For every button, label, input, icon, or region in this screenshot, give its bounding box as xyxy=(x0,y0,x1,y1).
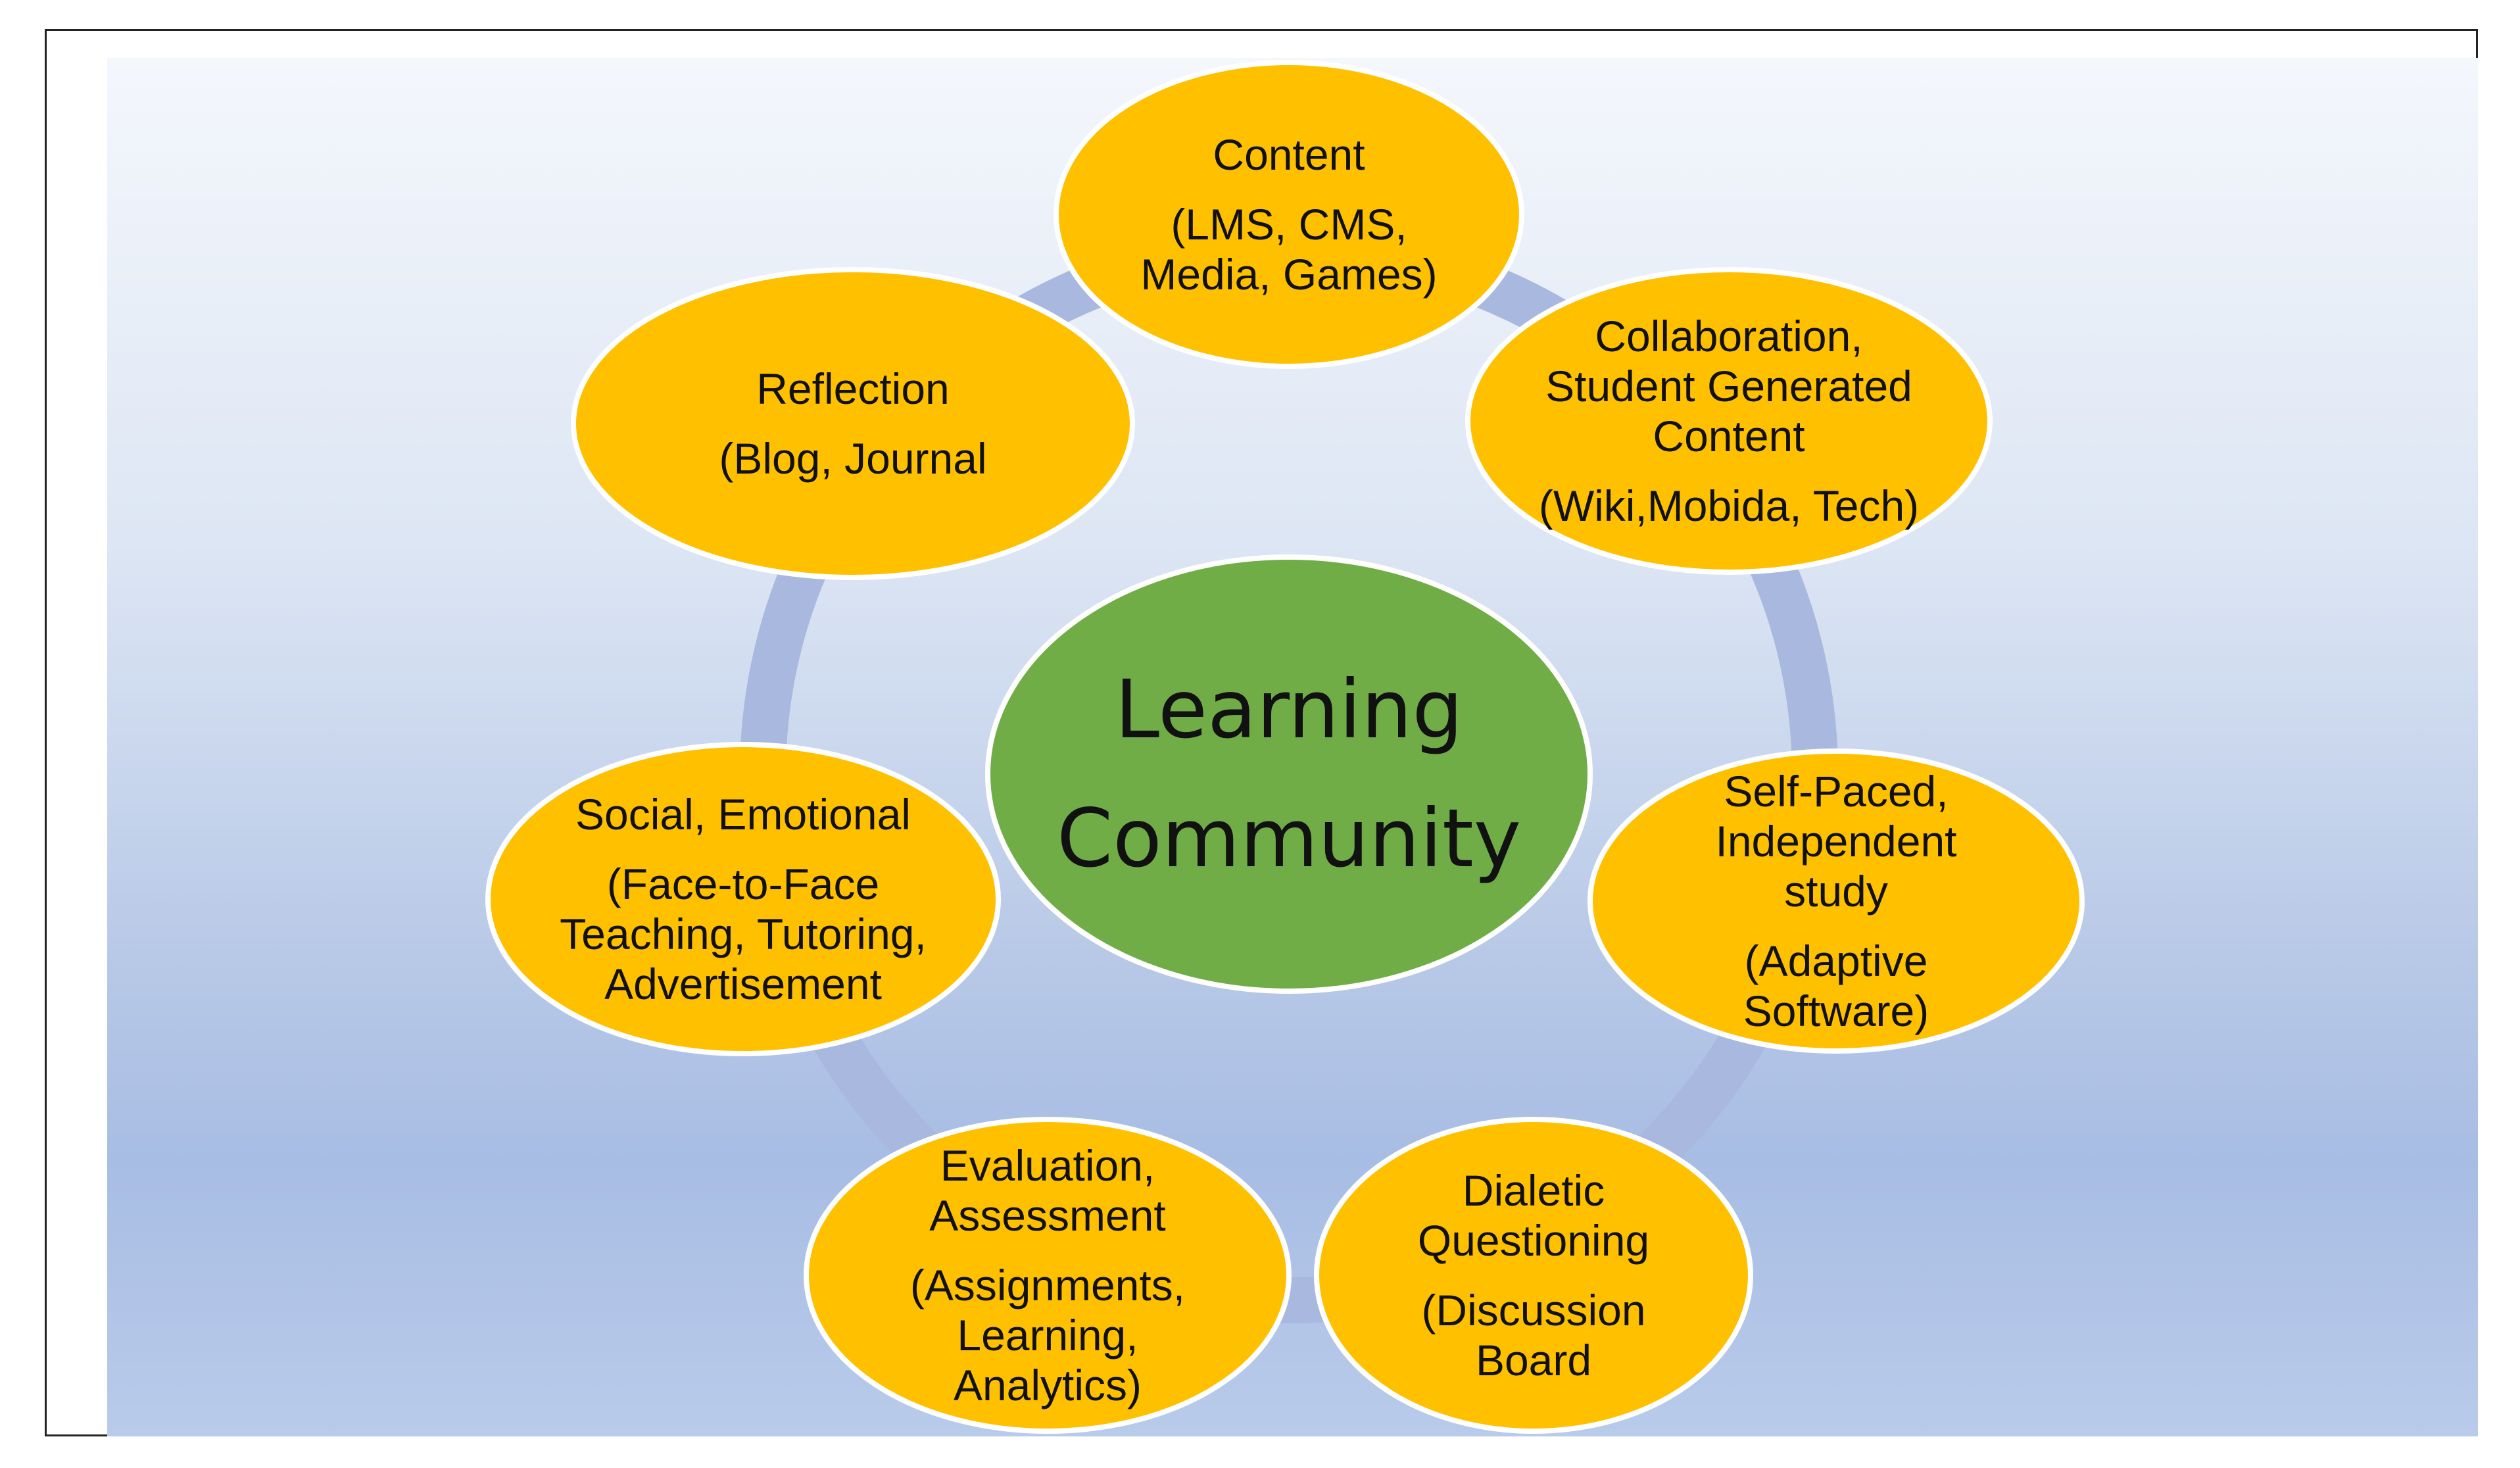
center-node-shape xyxy=(985,554,1593,994)
node-shape-content xyxy=(1054,60,1524,369)
node-shape-reflection xyxy=(571,267,1135,580)
node-shapes xyxy=(485,60,2085,1434)
node-shape-dialetic xyxy=(1314,1117,1753,1434)
node-shape-self-paced xyxy=(1587,748,2085,1054)
node-shape-social xyxy=(485,742,1001,1056)
node-shape-collaboration xyxy=(1465,267,1993,575)
node-shape-evaluation xyxy=(804,1117,1292,1434)
